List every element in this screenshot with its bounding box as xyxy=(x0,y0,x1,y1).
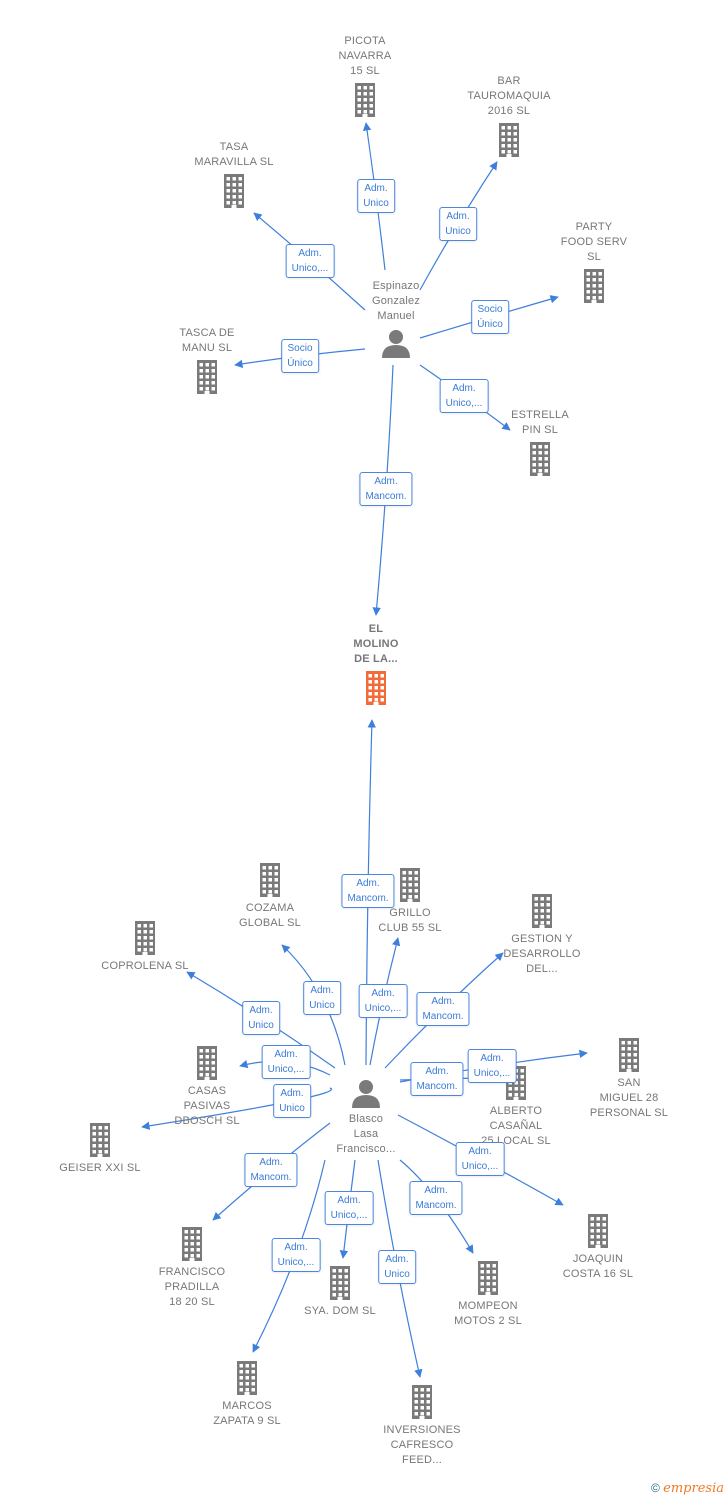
building-icon[interactable] xyxy=(174,174,294,208)
building-icon[interactable] xyxy=(569,1038,689,1072)
building-icon[interactable] xyxy=(480,442,600,476)
edge-label[interactable]: Adm.Unico,... xyxy=(261,1045,311,1079)
edge-label[interactable]: Adm.Unico xyxy=(303,981,341,1015)
node-label[interactable]: SYA. DOM SL xyxy=(304,1305,376,1317)
building-icon[interactable] xyxy=(305,83,425,117)
node-francisco[interactable]: FRANCISCO PRADILLA 18 20 SL xyxy=(132,1227,252,1310)
building-icon[interactable] xyxy=(147,360,267,394)
building-icon[interactable] xyxy=(85,921,205,955)
node-molino[interactable]: EL MOLINO DE LA... xyxy=(316,622,436,705)
node-espinazo[interactable]: Espinazo Gonzalez Manuel xyxy=(336,279,456,358)
node-grillo[interactable]: GRILLO CLUB 55 SL xyxy=(350,868,470,936)
person-icon[interactable] xyxy=(336,328,456,358)
building-icon[interactable] xyxy=(449,123,569,157)
node-inversiones[interactable]: INVERSIONES CAFRESCO FEED... xyxy=(362,1385,482,1468)
node-label[interactable]: ALBERTO CASAÑAL 25 LOCAL SL xyxy=(481,1105,551,1147)
edge-label[interactable]: Adm.Unico xyxy=(357,179,395,213)
node-label[interactable]: GESTION Y DESARROLLO DEL... xyxy=(503,933,581,975)
building-icon[interactable] xyxy=(187,1361,307,1395)
node-coprolena[interactable]: COPROLENA SL xyxy=(85,921,205,974)
node-label[interactable]: BAR TAUROMAQUIA 2016 SL xyxy=(467,75,551,117)
edge-label[interactable]: Adm.Unico,... xyxy=(467,1049,517,1083)
building-icon[interactable] xyxy=(350,868,470,902)
node-label[interactable]: SAN MIGUEL 28 PERSONAL SL xyxy=(589,1077,669,1119)
node-label[interactable]: MOMPEON MOTOS 2 SL xyxy=(454,1300,522,1327)
edge-label[interactable]: Adm.Unico xyxy=(273,1084,311,1118)
node-label[interactable]: COPROLENA SL xyxy=(101,960,189,972)
edge-label[interactable]: Adm.Unico,... xyxy=(271,1238,321,1272)
node-label[interactable]: INVERSIONES CAFRESCO FEED... xyxy=(383,1424,461,1466)
node-sya[interactable]: SYA. DOM SL xyxy=(280,1266,400,1319)
node-tasa[interactable]: TASA MARAVILLA SL xyxy=(174,140,294,208)
node-joaquin[interactable]: JOAQUIN COSTA 16 SL xyxy=(538,1214,658,1282)
edge-label[interactable]: Adm.Mancom. xyxy=(244,1153,298,1187)
node-tasca[interactable]: TASCA DE MANU SL xyxy=(147,326,267,394)
edge-label[interactable]: Adm.Mancom. xyxy=(341,874,395,908)
building-icon[interactable] xyxy=(316,671,436,705)
building-icon[interactable] xyxy=(40,1123,160,1157)
node-label[interactable]: PICOTA NAVARRA 15 SL xyxy=(338,35,392,77)
node-estrella[interactable]: ESTRELLA PIN SL xyxy=(480,408,600,476)
node-label[interactable]: COZAMA GLOBAL SL xyxy=(239,902,301,929)
edge-label[interactable]: Adm.Mancom. xyxy=(416,992,470,1026)
node-sanmiguel[interactable]: SAN MIGUEL 28 PERSONAL SL xyxy=(569,1038,689,1121)
building-icon[interactable] xyxy=(482,894,602,928)
edge-label[interactable]: Adm.Unico,... xyxy=(285,244,335,278)
node-geiser[interactable]: GEISER XXI SL xyxy=(40,1123,160,1176)
edge-label[interactable]: Adm.Unico,... xyxy=(439,379,489,413)
node-label[interactable]: JOAQUIN COSTA 16 SL xyxy=(562,1253,634,1280)
node-marcos[interactable]: MARCOS ZAPATA 9 SL xyxy=(187,1361,307,1429)
node-label[interactable]: TASCA DE MANU SL xyxy=(179,327,235,354)
copyright-icon: © xyxy=(650,1481,660,1495)
building-icon[interactable] xyxy=(210,863,330,897)
node-blasco[interactable]: Blasco Lasa Francisco... xyxy=(306,1078,426,1157)
node-label[interactable]: CASAS PASIVAS DBOSCH SL xyxy=(174,1085,240,1127)
node-label[interactable]: GEISER XXI SL xyxy=(59,1162,141,1174)
building-icon[interactable] xyxy=(132,1227,252,1261)
edge-label[interactable]: Adm.Mancom. xyxy=(410,1062,464,1096)
edge-label[interactable]: Adm.Unico xyxy=(439,207,477,241)
edge-label[interactable]: Adm.Unico,... xyxy=(358,984,408,1018)
node-label[interactable]: MARCOS ZAPATA 9 SL xyxy=(213,1400,281,1427)
node-label[interactable]: PARTY FOOD SERV SL xyxy=(560,221,628,263)
building-icon[interactable] xyxy=(428,1261,548,1295)
person-icon[interactable] xyxy=(306,1078,426,1108)
node-picota[interactable]: PICOTA NAVARRA 15 SL xyxy=(305,34,425,117)
node-label[interactable]: FRANCISCO PRADILLA 18 20 SL xyxy=(158,1266,226,1308)
empresia-logo[interactable]: © empresia xyxy=(650,1481,724,1496)
building-icon[interactable] xyxy=(362,1385,482,1419)
node-alberto[interactable]: ALBERTO CASAÑAL 25 LOCAL SL xyxy=(456,1066,576,1149)
edge-label[interactable]: Adm.Unico,... xyxy=(455,1142,505,1176)
edge-label[interactable]: Adm.Unico,... xyxy=(324,1191,374,1225)
node-mompeon[interactable]: MOMPEON MOTOS 2 SL xyxy=(428,1261,548,1329)
edge-label[interactable]: Adm.Mancom. xyxy=(409,1181,463,1215)
node-party[interactable]: PARTY FOOD SERV SL xyxy=(534,220,654,303)
node-label[interactable]: EL MOLINO DE LA... xyxy=(353,623,399,665)
node-gestion[interactable]: GESTION Y DESARROLLO DEL... xyxy=(482,894,602,977)
node-label[interactable]: ESTRELLA PIN SL xyxy=(511,409,569,436)
node-bar[interactable]: BAR TAUROMAQUIA 2016 SL xyxy=(449,74,569,157)
edge-label[interactable]: Adm.Unico xyxy=(242,1001,280,1035)
node-label[interactable]: Espinazo Gonzalez Manuel xyxy=(371,280,421,322)
node-label[interactable]: Blasco Lasa Francisco... xyxy=(336,1113,396,1155)
node-cozama[interactable]: COZAMA GLOBAL SL xyxy=(210,863,330,931)
building-icon[interactable] xyxy=(280,1266,400,1300)
edge-label[interactable]: Adm.Mancom. xyxy=(359,472,413,506)
node-label[interactable]: GRILLO CLUB 55 SL xyxy=(378,907,442,934)
building-icon[interactable] xyxy=(147,1046,267,1080)
building-icon[interactable] xyxy=(534,269,654,303)
node-label[interactable]: TASA MARAVILLA SL xyxy=(194,141,274,168)
edge-label[interactable]: Adm.Unico xyxy=(378,1250,416,1284)
node-casas[interactable]: CASAS PASIVAS DBOSCH SL xyxy=(147,1046,267,1129)
building-icon[interactable] xyxy=(538,1214,658,1248)
